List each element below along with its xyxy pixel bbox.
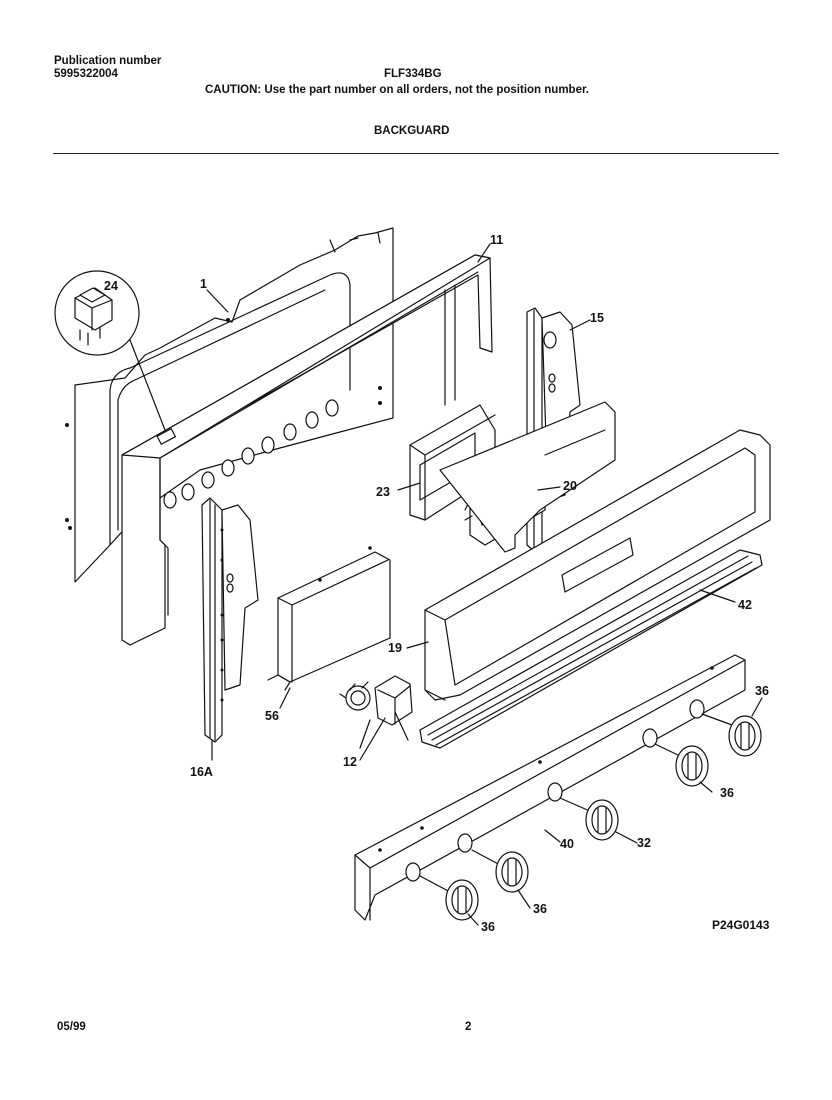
- callout-42: 42: [738, 598, 752, 612]
- knob-36-front-left: [445, 879, 479, 921]
- knob-32: [585, 799, 619, 841]
- knob-36-rear: [675, 745, 709, 787]
- backguard-frame-part: [121, 254, 493, 646]
- callout-15: 15: [590, 311, 604, 325]
- header-divider: [53, 153, 779, 154]
- knob-36-rear-right: [728, 715, 762, 757]
- drawing-number: P24G0143: [712, 918, 770, 932]
- callout-1: 1: [200, 277, 207, 291]
- publication-number-label: Publication number: [54, 55, 162, 67]
- publication-number: 5995322004: [54, 68, 118, 80]
- left-bracket-part: [201, 497, 259, 743]
- console-housing-part: [424, 429, 771, 701]
- callout-56: 56: [265, 709, 279, 723]
- callout-36-rear-right: 36: [755, 684, 769, 698]
- console-support-part: [439, 401, 616, 553]
- callout-11: 11: [490, 233, 503, 247]
- callout-36-front-left: 36: [481, 920, 495, 934]
- callout-16a: 16A: [190, 765, 213, 779]
- page-number: 2: [465, 1021, 472, 1033]
- rocker-switch-part: [54, 270, 166, 431]
- knob-36-front: [495, 851, 529, 893]
- callout-36-front: 36: [533, 902, 547, 916]
- callout-labels: 24 1 11 15 23 20 42 19 56 16A 12 36 36 3…: [104, 233, 769, 934]
- callout-24: 24: [104, 279, 118, 293]
- caution-note: CAUTION: Use the part number on all orde…: [205, 84, 589, 96]
- callout-leader-lines: [206, 243, 763, 926]
- model-number: FLF334BG: [384, 68, 442, 80]
- callout-23: 23: [376, 485, 390, 499]
- control-panel-part: [354, 654, 746, 921]
- callout-32: 32: [637, 836, 651, 850]
- callout-12: 12: [343, 755, 357, 769]
- mounting-plate-part: [267, 546, 391, 691]
- trim-strip-part: [419, 549, 763, 749]
- knob-openings: [405, 699, 705, 882]
- knob-parts: [419, 713, 762, 921]
- thermostat-part: [339, 675, 413, 749]
- revision-date: 05/99: [57, 1021, 86, 1033]
- section-title: BACKGUARD: [374, 125, 450, 137]
- callout-20: 20: [563, 479, 577, 493]
- callout-36-rear: 36: [720, 786, 734, 800]
- control-knob-openings: [163, 399, 339, 509]
- callout-40: 40: [560, 837, 574, 851]
- callout-19: 19: [388, 641, 402, 655]
